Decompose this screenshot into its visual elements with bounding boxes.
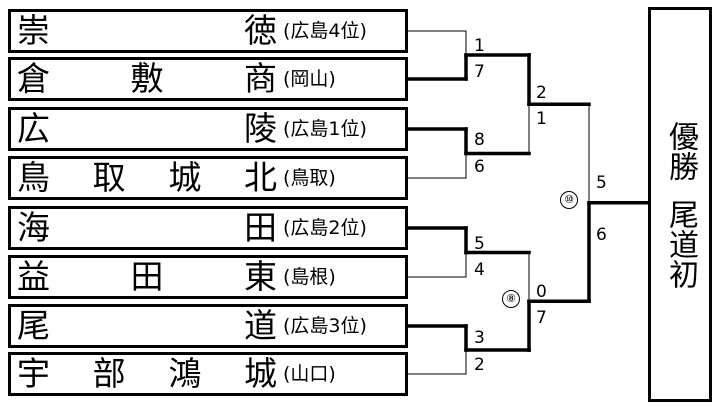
team-name: 益 田 東 <box>17 258 277 296</box>
champion-box: 優勝 尾道初 <box>648 7 712 402</box>
team-box: 宇 部 鴻 城 (山口) <box>8 352 408 396</box>
team-name-char: 取 <box>92 158 126 197</box>
team-name-char: 広 <box>17 109 50 148</box>
team-name-char: 崇 <box>17 11 50 50</box>
team-box: 広 陵 (広島1位) <box>8 107 408 151</box>
score-label: 6 <box>596 225 607 245</box>
score-label: 8 <box>474 130 485 150</box>
team-box: 尾 道 (広島3位) <box>8 304 408 348</box>
team-name-char: 道 <box>244 306 277 345</box>
team-region: (山口) <box>283 363 336 385</box>
team-region: (岡山) <box>283 68 336 90</box>
score-label: 7 <box>474 62 485 82</box>
team-box: 崇 徳 (広島4位) <box>8 9 408 53</box>
team-name-char: 益 <box>17 257 50 296</box>
score-label: 0 <box>536 282 547 302</box>
team-box: 海 田 (広島2位) <box>8 206 408 250</box>
team-region: (島根) <box>283 266 336 288</box>
team-name-char: 田 <box>244 208 277 247</box>
team-name-char: 商 <box>244 59 277 98</box>
team-name-char: 徳 <box>244 11 277 50</box>
champion-label: 優勝 <box>663 120 698 181</box>
game-number-badge: ⑩ <box>560 191 578 209</box>
score-label: 5 <box>474 234 485 254</box>
team-name-char: 倉 <box>17 59 50 98</box>
team-name-char: 海 <box>17 208 50 247</box>
team-name-char: 城 <box>243 354 277 393</box>
score-label: 1 <box>474 36 485 56</box>
team-name-char: 鴻 <box>168 354 202 393</box>
team-name-char: 鳥 <box>17 158 50 197</box>
team-box: 倉 敷 商 (岡山) <box>8 57 408 101</box>
team-name-char: 東 <box>244 257 277 296</box>
team-name: 海 田 <box>17 209 277 247</box>
team-name: 崇 徳 <box>17 12 277 50</box>
team-name: 広 陵 <box>17 110 277 148</box>
team-region: (広島2位) <box>283 217 367 239</box>
score-label: 4 <box>474 260 485 280</box>
team-name-char: 尾 <box>17 306 50 345</box>
team-region: (鳥取) <box>283 167 336 189</box>
team-name: 尾 道 <box>17 307 277 345</box>
team-name-char: 陵 <box>244 109 277 148</box>
score-label: 1 <box>536 109 547 129</box>
score-label: 2 <box>474 355 485 375</box>
team-box: 益 田 東 (島根) <box>8 255 408 299</box>
score-label: 3 <box>474 328 485 348</box>
team-region: (広島1位) <box>283 118 367 140</box>
score-label: 2 <box>536 83 547 103</box>
score-label: 7 <box>536 308 547 328</box>
score-label: 6 <box>474 157 485 177</box>
team-name-char: 田 <box>130 257 164 296</box>
team-name-char: 宇 <box>17 354 50 393</box>
team-box: 鳥 取 城 北 (鳥取) <box>8 156 408 200</box>
team-name: 鳥 取 城 北 <box>17 159 277 197</box>
team-name-char: 敷 <box>130 59 164 98</box>
team-name-char: 部 <box>92 354 126 393</box>
score-label: 5 <box>596 173 607 193</box>
team-name: 宇 部 鴻 城 <box>17 355 277 393</box>
game-number-badge: ⑧ <box>502 290 520 308</box>
team-name-char: 城 <box>168 158 202 197</box>
team-name: 倉 敷 商 <box>17 60 277 98</box>
champion-team: 尾道初 <box>663 198 698 289</box>
team-region: (広島4位) <box>283 20 367 42</box>
team-name-char: 北 <box>243 158 277 197</box>
team-region: (広島3位) <box>283 315 367 337</box>
